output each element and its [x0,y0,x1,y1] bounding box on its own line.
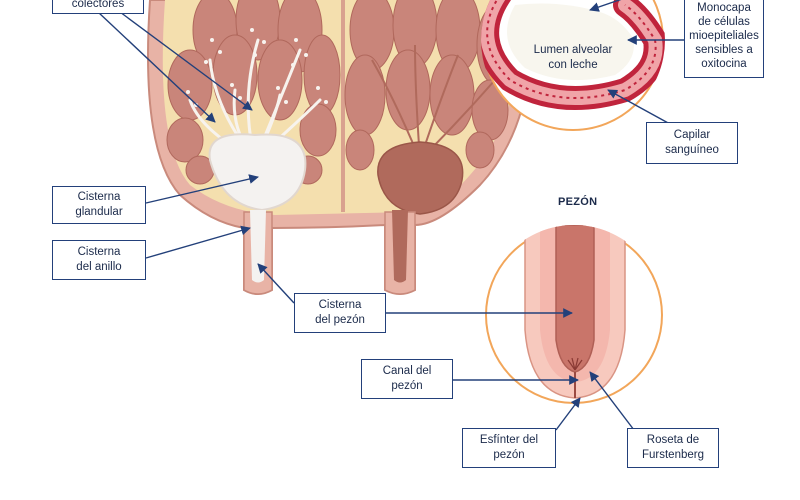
label-capilar: Capilar sanguíneo [646,122,738,164]
label-monocapa: Monocapa de células mioepiteliales sensi… [684,0,764,78]
label-roseta: Roseta de Furstenberg [627,428,719,468]
label-cisterna-pezon: Cisterna del pezón [294,293,386,333]
nipple-heading: PEZÓN [558,196,598,208]
left-quarter-lobes [166,0,341,212]
nipple-inset [485,225,663,404]
label-canal-pezon: Canal del pezón [361,359,453,399]
label-colectores: colectores [52,0,144,14]
connector-arrows [97,0,684,431]
label-lumen-alveolar: Lumen alveolar con leche [533,44,613,71]
right-teat-milk [392,210,408,283]
left-teat-cistern [250,210,266,283]
alveolus-inset [481,0,665,131]
label-cisterna-glandular: Cisterna glandular [52,186,146,224]
label-cisterna-anillo: Cisterna del anillo [52,240,146,280]
label-esfinter: Esfínter del pezón [462,428,556,468]
